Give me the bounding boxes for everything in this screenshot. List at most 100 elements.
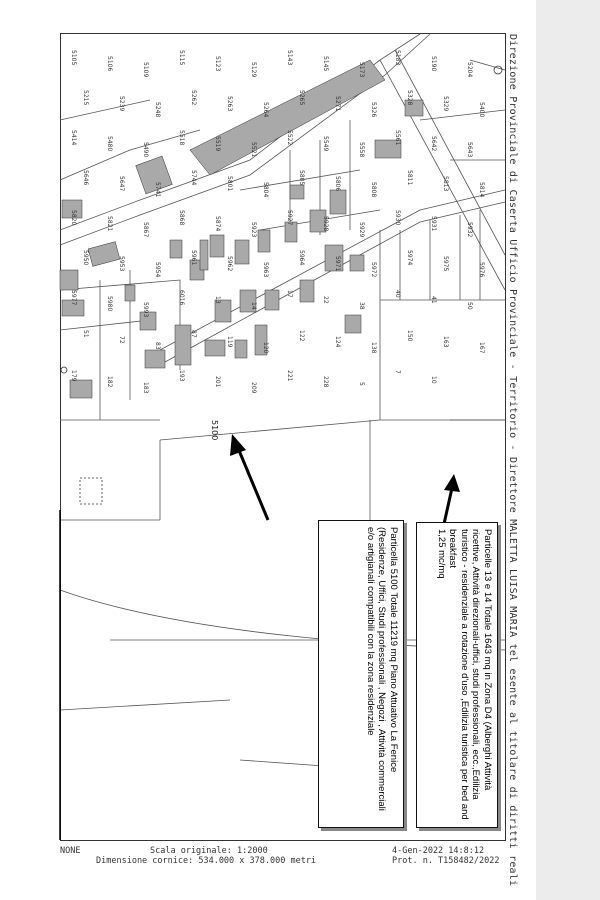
parcel-label: 5932 [466,222,473,237]
parcel-label: 5326 [370,102,377,117]
parcel-label: 5962 [226,256,233,271]
parcel-label: 5929 [358,222,365,237]
main-parcel-label: 5100 [210,420,219,440]
parcel-label: 122 [298,330,305,342]
parcel-label: 228 [322,376,329,388]
parcel-label: 5975 [442,256,449,271]
parcel-label: 5328 [406,90,413,105]
parcel-label: 5874 [214,216,221,231]
parcel-label: 50 [466,302,473,310]
parcel-label: 5931 [430,216,437,231]
buildings [59,59,424,399]
parcel-label: 5811 [406,170,413,185]
parcel-label: 5519 [214,136,221,151]
parcel-label: 5264 [262,102,269,117]
parcel-label: 179 [70,370,77,382]
parcel-label: 5647 [118,176,125,191]
parcel-label: 183 [142,382,149,394]
parcel-label: 40 [394,290,401,298]
parcel-label: 5143 [286,50,293,65]
parcel-label: 7 [394,370,401,374]
parcel-label: 5953 [118,256,125,271]
parcel-label: 5814 [478,182,485,197]
parcel-label: 10 [430,376,437,384]
parcel-label: 5145 [322,56,329,71]
parcel-label: 5804 [262,182,269,197]
parcel-label: 87 [190,330,197,338]
parcel-label: 5521 [250,142,257,157]
parcel-label: 5204 [466,62,473,77]
parcel-label: 5215 [82,90,89,105]
parcel-label: 5971 [334,256,341,271]
parcel-label: 5741 [154,182,161,197]
callout-particelle-13-14: Particelle 13 e 14 Totale 1643 mq in Zon… [416,522,498,828]
parcel-label: 124 [334,336,341,348]
parcel-label: 5400 [478,102,485,117]
parcel-label: 5867 [142,222,149,237]
parcel-label: 5522 [286,130,293,145]
parcel-label: 38 [358,302,365,310]
parcel-label: 5974 [406,250,413,265]
parcel-label: 138 [370,342,377,354]
footer-protocol: Prot. n. T158482/2022 [392,856,500,866]
header-attribution: Direzione Provinciale di Caserta Ufficio… [507,34,518,887]
footer-frame-size: Dimensione cornice: 534.000 x 378.000 me… [96,856,317,866]
parcel-label: 201 [214,376,221,388]
parcel-label: 5954 [154,262,161,277]
parcel-label: 5744 [190,170,197,185]
parcel-label: 5964 [298,250,305,265]
parcel-label: 120 [262,342,269,354]
parcel-label: 5239 [118,96,125,111]
footer-date: 4-Gen-2022 14:8:12 [392,846,485,856]
parcel-label: 5129 [250,62,257,77]
parcel-label: 5329 [442,96,449,111]
parcel-label: 5105 [70,50,77,65]
parcel-label: 5806 [334,176,341,191]
callout-particella-5100-text: Particella 5100 Totale 11219 mq Piano At… [365,527,399,811]
parcel-label: 41 [430,296,437,304]
parcel-label: 119 [226,336,233,348]
parcel-label: 5480 [106,136,113,151]
parcel-label: 5821 [106,216,113,231]
parcel-label: 5868 [178,210,185,225]
arrowhead-13-14 [444,474,460,492]
parcel-label: 5106 [106,56,113,71]
parcel-label: 5263 [226,96,233,111]
parcel-label: 5646 [82,170,89,185]
parcel-label: 5930 [394,210,401,225]
parcel-label: 5173 [358,62,365,77]
parcel-label: 5115 [178,50,185,65]
parcel-label: 167 [478,342,485,354]
parcel-label: 5183 [394,50,401,65]
parcel-label: 5190 [430,56,437,71]
parcel-label: 83 [154,342,161,350]
parcel-label: 221 [286,370,293,382]
parcel-label: 5928 [322,216,329,231]
parcel-label: 5 [358,382,365,386]
parcel-label: 5993 [142,302,149,317]
footer-left-code: NONE [60,846,81,856]
map-frame [60,33,506,841]
parcel-label: 209 [250,382,257,394]
parcel-label: 5805 [298,170,305,185]
parcel-label: 5963 [262,262,269,277]
parcel-label: 5808 [370,182,377,197]
footer-scale: Scala originale: 1:2000 [150,846,268,856]
arrow-13-14 [442,487,454,525]
parcel-label: 163 [442,336,449,348]
parcel-label: 5961 [190,250,197,265]
parcel-label: 5549 [322,136,329,151]
parcel-label: 17 [286,290,293,298]
parcel-label: 5977 [70,290,77,305]
parcel-label: 5490 [142,142,149,157]
page-margin [536,0,600,900]
parcel-label: 5518 [178,130,185,145]
parcel-label: 193 [178,370,185,382]
parcel-label: 5265 [298,90,305,105]
parcel-label: 5248 [154,102,161,117]
parcel-label: 5927 [286,210,293,225]
parcel-label: 5558 [358,142,365,157]
parcel-label: 5813 [442,176,449,191]
parcel-label: 5123 [214,56,221,71]
